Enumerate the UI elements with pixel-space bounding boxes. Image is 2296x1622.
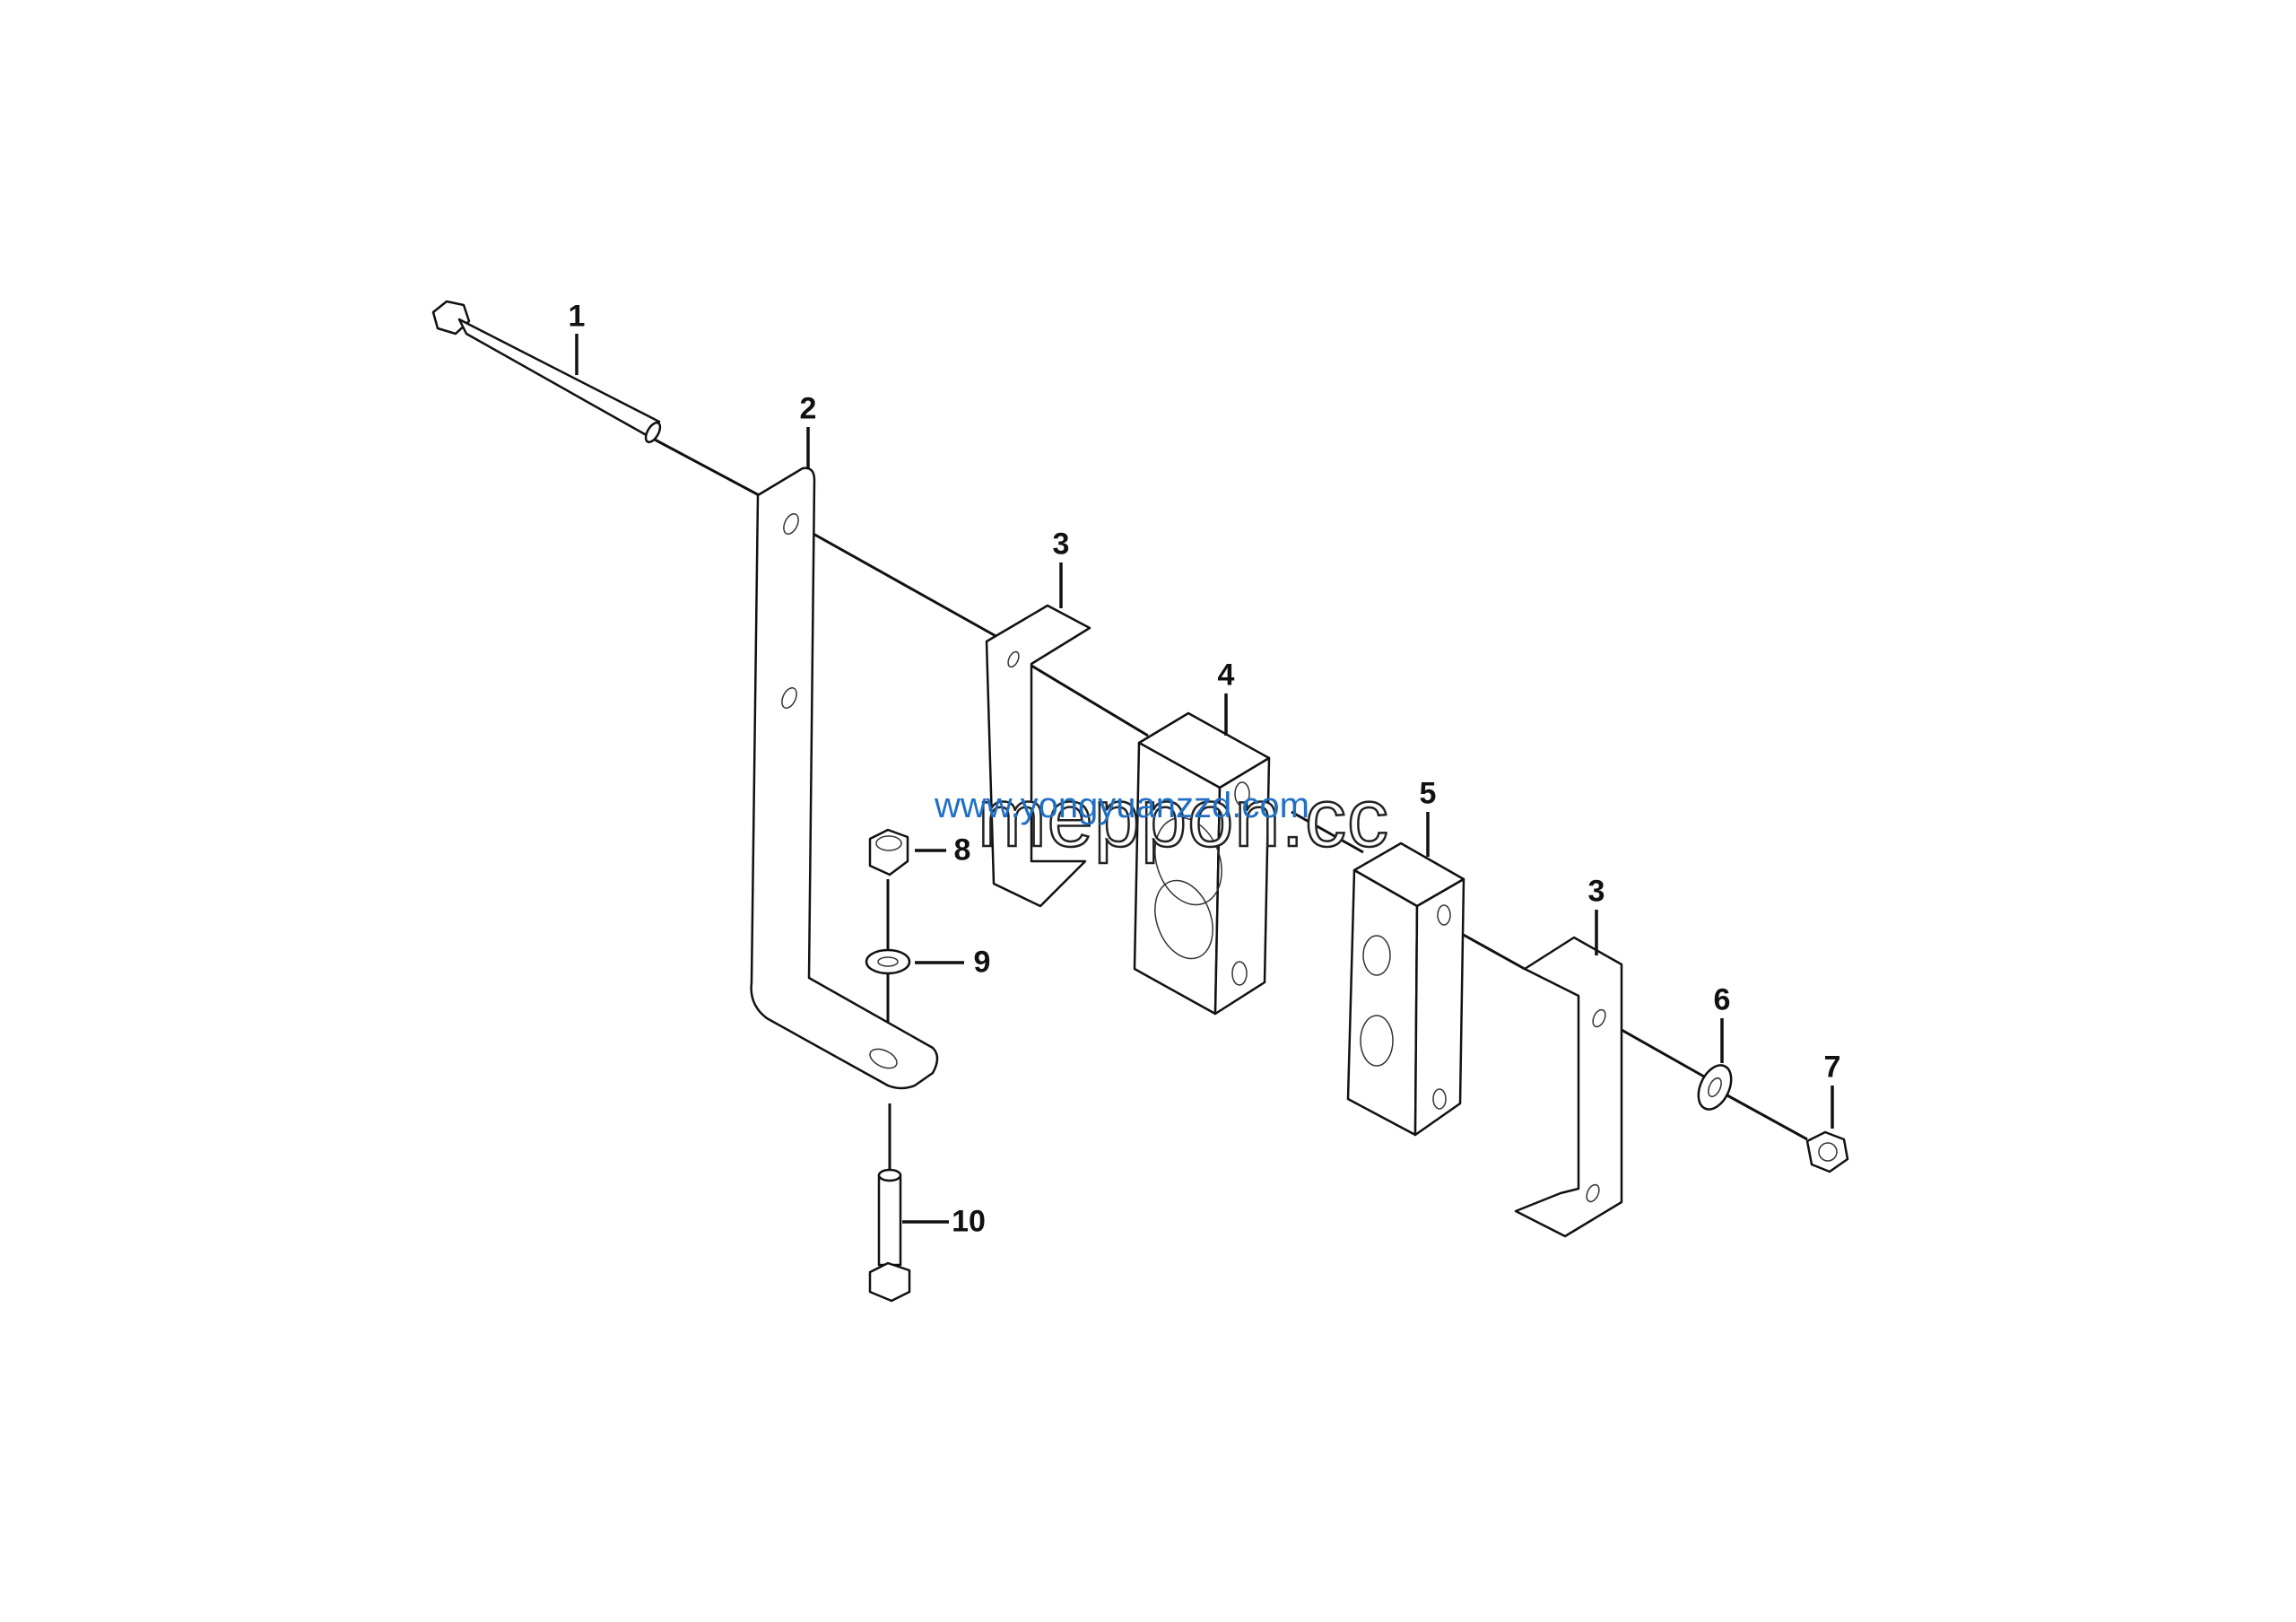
callout-3-right: 3 <box>1587 874 1605 909</box>
watermark-secondary: www.yongyuanzzd.com <box>935 786 1309 825</box>
u-clip-bracket-left <box>985 604 1091 908</box>
watermark-primary: meppon.cc <box>977 772 1390 866</box>
u-clip-bracket-right <box>1514 936 1623 1238</box>
short-hex-bolt <box>868 1168 911 1303</box>
long-hex-bolt <box>431 300 662 444</box>
callout-2: 2 <box>799 391 817 426</box>
callout-9: 9 <box>973 945 991 980</box>
callout-4: 4 <box>1217 658 1235 693</box>
callout-3-left: 3 <box>1052 527 1070 562</box>
callout-10: 10 <box>952 1204 986 1239</box>
callout-5: 5 <box>1419 776 1437 811</box>
clamp-block-small <box>1346 842 1465 1137</box>
callout-8: 8 <box>953 833 971 868</box>
leader-lines <box>575 334 1834 1224</box>
hex-nut-8 <box>868 828 909 876</box>
callout-7: 7 <box>1823 1050 1841 1085</box>
washer-9 <box>865 948 911 975</box>
washer-6 <box>1697 1064 1733 1111</box>
clamp-block-large <box>1133 711 1271 1016</box>
callout-1: 1 <box>568 299 586 334</box>
l-bracket <box>750 467 939 1090</box>
callout-6: 6 <box>1713 982 1731 1017</box>
hex-nut-7 <box>1805 1130 1849 1173</box>
